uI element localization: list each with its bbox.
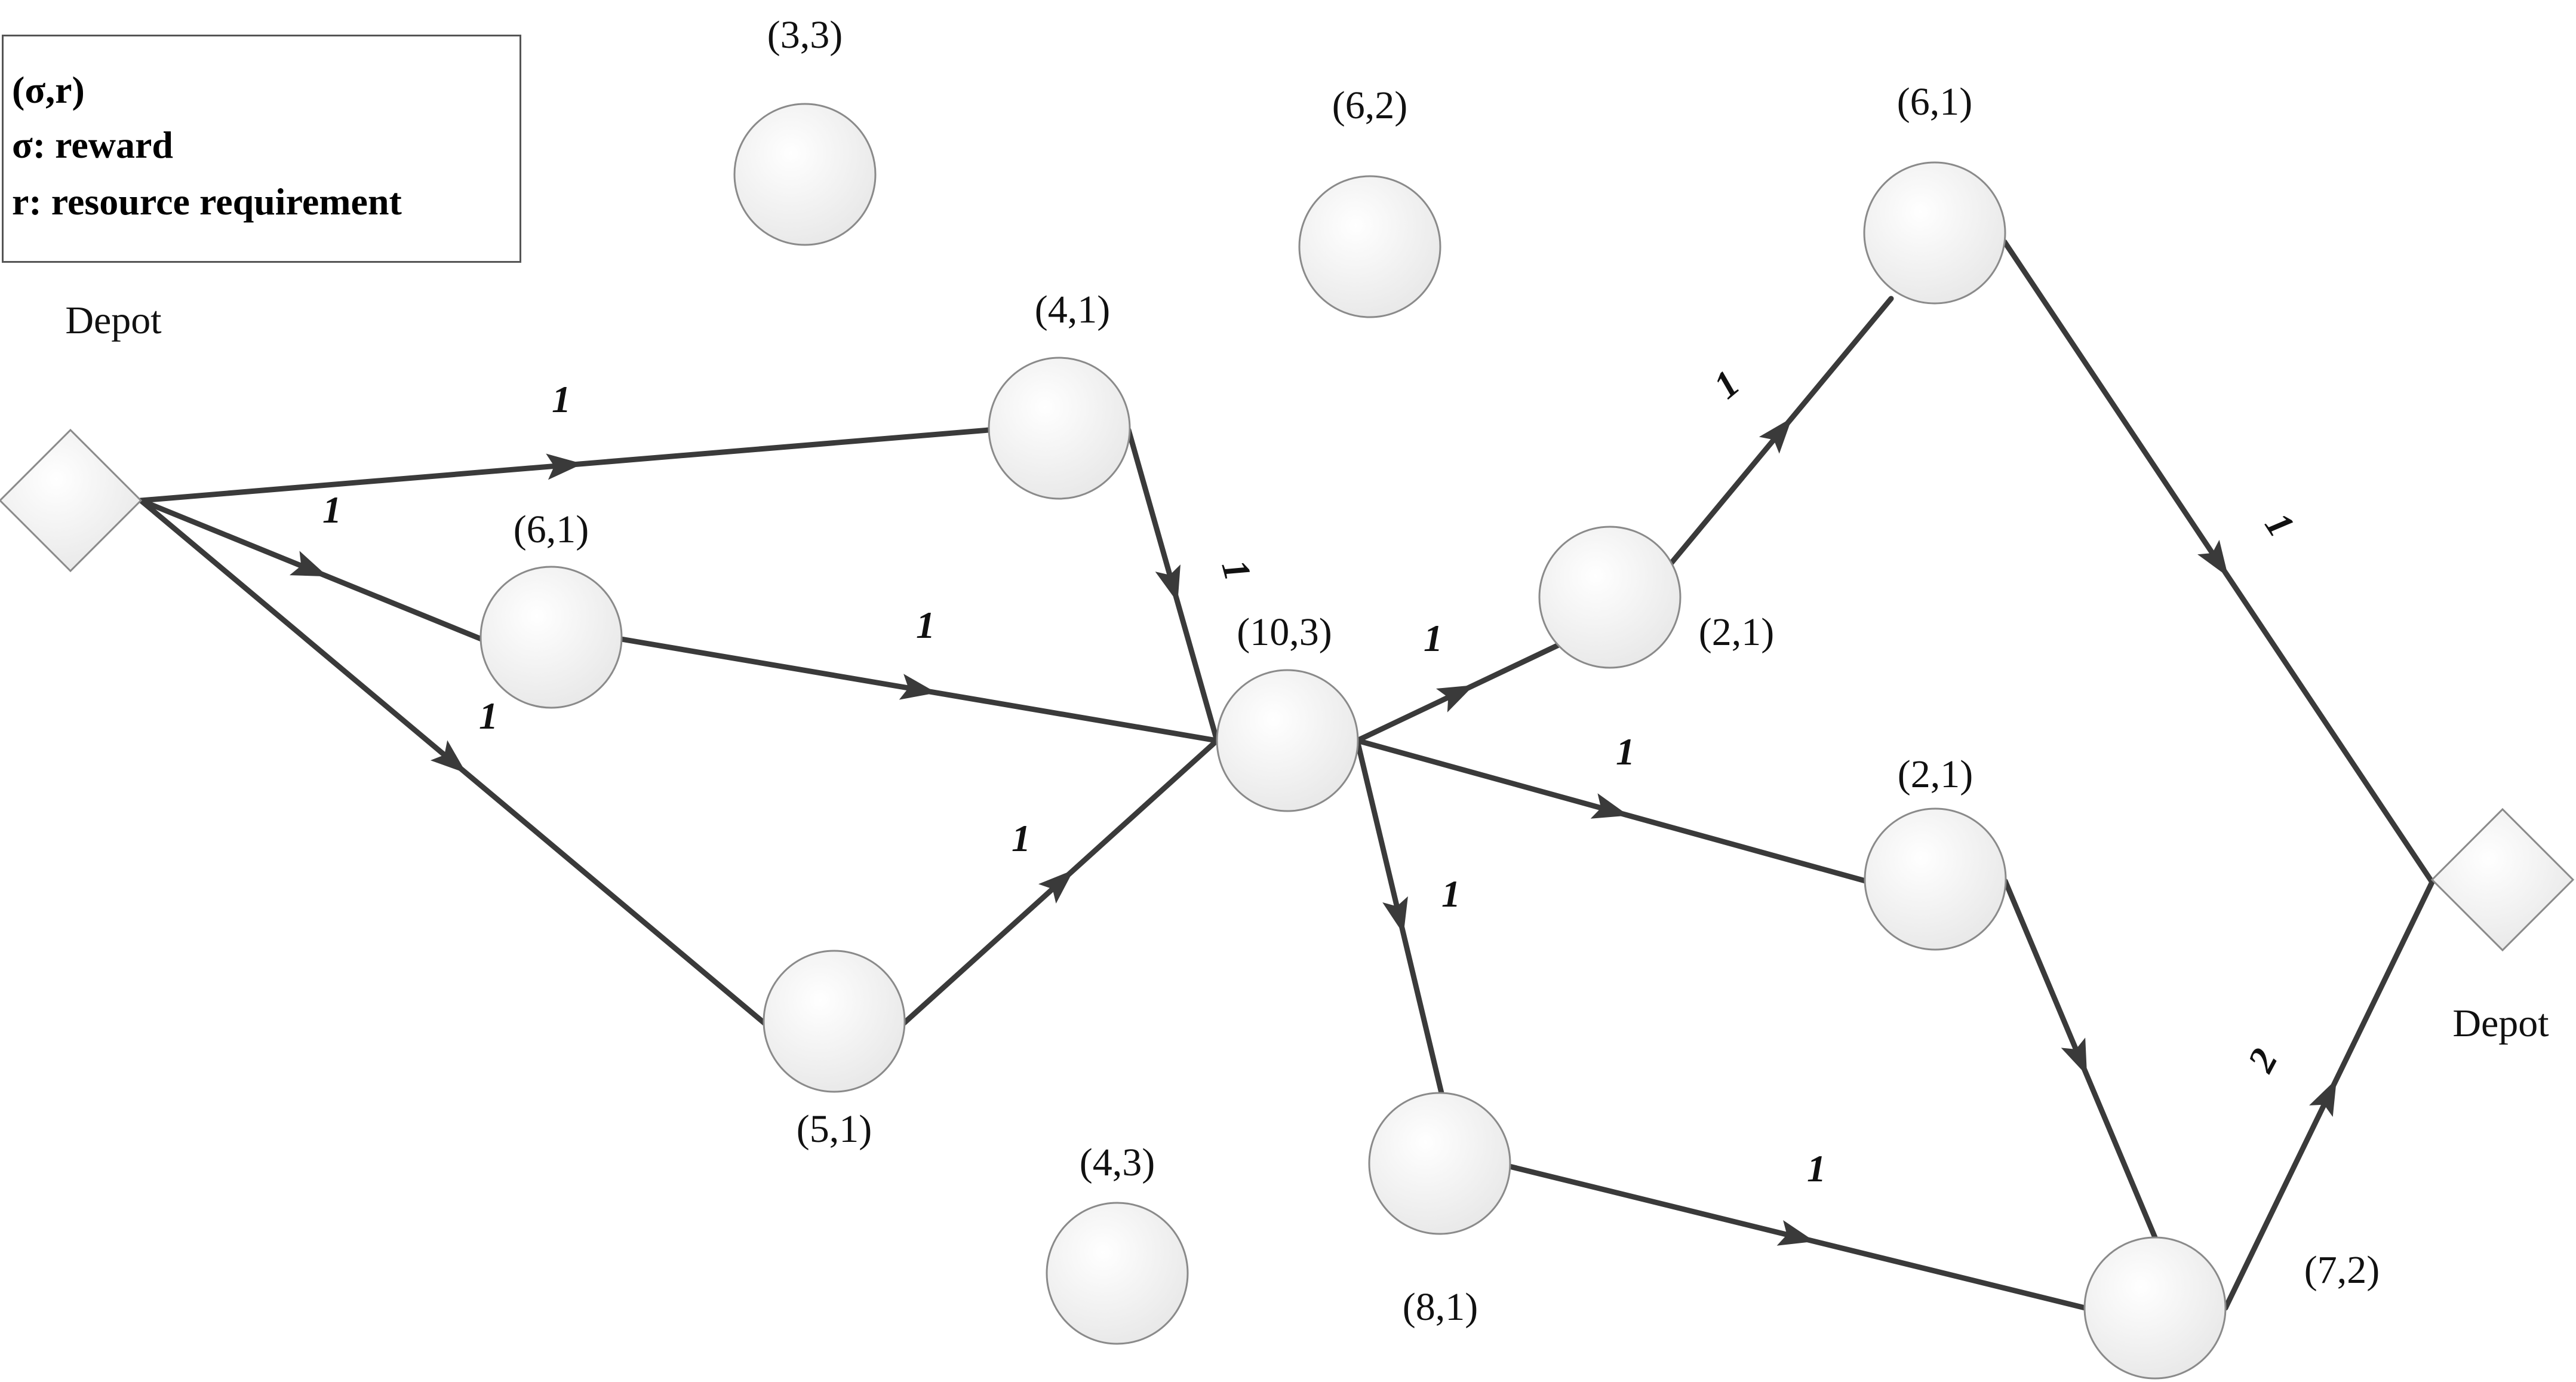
edge-weight-label: 1 bbox=[479, 695, 498, 737]
edge-arrowhead bbox=[289, 551, 328, 577]
edge-arrowhead bbox=[1776, 1220, 1815, 1246]
node-label: (4,1) bbox=[1035, 288, 1110, 331]
node-n61_top bbox=[1863, 161, 2006, 305]
edge-depot_start-to-n51: 1 bbox=[138, 497, 767, 1026]
edge-weight-label: 1 bbox=[1705, 362, 1747, 407]
depot-depot_end bbox=[2430, 807, 2575, 952]
edge-n51-to-n103: 1 bbox=[901, 738, 1220, 1026]
edge-n61_top-to-depot_end: 1 bbox=[2002, 239, 2435, 885]
node-label: (6,1) bbox=[514, 508, 589, 551]
depot-depot_start bbox=[0, 428, 143, 573]
legend-box: (σ,r) σ: reward r: resource requirement bbox=[2, 35, 521, 263]
edge-n103-to-n81: 1 bbox=[1354, 738, 1461, 1096]
node-label: (4,3) bbox=[1080, 1141, 1155, 1184]
edge-weight-label: 1 bbox=[1441, 873, 1461, 915]
legend-r-line: r: resource requirement bbox=[12, 180, 402, 223]
node-label: (2,1) bbox=[1699, 610, 1774, 654]
edge-arrowhead bbox=[1155, 564, 1181, 603]
edge-n21_upper-to-n61_top: 1 bbox=[1667, 296, 1894, 567]
legend-title: (σ,r) bbox=[12, 69, 85, 111]
edge-arrowhead bbox=[1435, 685, 1474, 713]
nodes-layer bbox=[0, 103, 2575, 1380]
edge-arrowhead bbox=[2309, 1079, 2337, 1117]
node-n103 bbox=[1216, 669, 1359, 812]
edge-weight-label: 1 bbox=[1807, 1147, 1826, 1190]
edge-weight-label: 1 bbox=[1616, 730, 1635, 773]
edge-arrowhead bbox=[899, 674, 937, 700]
edge-n61_left-to-n103: 1 bbox=[618, 604, 1220, 744]
node-label: (10,3) bbox=[1237, 610, 1332, 654]
edge-n81-to-n72: 1 bbox=[1507, 1147, 2088, 1311]
edges-layer: 1 1 1 1 1 1 1 1 1 1 1 1 2 bbox=[138, 239, 2435, 1311]
node-label: (7,2) bbox=[2304, 1248, 2380, 1292]
edge-arrowhead bbox=[430, 740, 466, 773]
edge-n72-to-depot_end: 2 bbox=[2223, 879, 2435, 1311]
edge-n21_lower-to-n72 bbox=[2002, 878, 2158, 1240]
edge-weight-label: 2 bbox=[2239, 1042, 2286, 1079]
edge-weight-label: 1 bbox=[322, 489, 342, 531]
edge-arrowhead bbox=[2197, 539, 2228, 577]
node-n21_upper bbox=[1538, 526, 1682, 669]
edge-weight-label: 1 bbox=[1424, 617, 1443, 659]
depot-label: Depot bbox=[2452, 1002, 2549, 1045]
node-n21_lower bbox=[1864, 807, 2007, 951]
node-n33 bbox=[733, 103, 877, 246]
edge-weight-label: 1 bbox=[2257, 505, 2303, 545]
edge-arrowhead bbox=[1382, 896, 1408, 935]
edge-n103-to-n21_lower: 1 bbox=[1354, 730, 1868, 884]
edge-weight-label: 1 bbox=[1213, 555, 1259, 585]
node-n43 bbox=[1046, 1202, 1189, 1345]
edge-arrowhead bbox=[1038, 870, 1074, 904]
edge-arrowhead bbox=[546, 453, 583, 480]
node-label: (8,1) bbox=[1403, 1285, 1478, 1329]
edge-depot_start-to-n61_left: 1 bbox=[138, 489, 484, 642]
node-n72 bbox=[2083, 1236, 2227, 1380]
edge-n103-to-n21_upper: 1 bbox=[1354, 617, 1561, 744]
node-label: (6,1) bbox=[1897, 80, 1972, 124]
edge-n41-to-n103: 1 bbox=[1126, 427, 1259, 744]
node-n62 bbox=[1298, 175, 1441, 318]
node-n41 bbox=[988, 357, 1131, 500]
edge-arrowhead bbox=[1590, 793, 1629, 819]
node-n61_left bbox=[479, 566, 623, 709]
edge-arrowhead bbox=[2061, 1037, 2088, 1076]
edge-weight-label: 1 bbox=[916, 604, 935, 646]
legend-sigma-line: σ: reward bbox=[12, 124, 173, 166]
labels-layer: DepotDepot(3,3)(6,2)(6,1)(4,1)(6,1)(10,3… bbox=[65, 13, 2549, 1329]
node-label: (6,2) bbox=[1332, 84, 1407, 127]
node-n81 bbox=[1368, 1092, 1511, 1235]
edge-arrowhead bbox=[1759, 417, 1793, 454]
node-n51 bbox=[763, 950, 906, 1093]
edge-weight-label: 1 bbox=[552, 378, 571, 420]
node-label: (5,1) bbox=[797, 1107, 872, 1151]
edge-depot_start-to-n41: 1 bbox=[138, 378, 992, 503]
edge-weight-label: 1 bbox=[1012, 817, 1031, 859]
depot-label: Depot bbox=[65, 299, 161, 342]
node-label: (3,3) bbox=[767, 13, 843, 57]
node-label: (2,1) bbox=[1898, 753, 1973, 796]
